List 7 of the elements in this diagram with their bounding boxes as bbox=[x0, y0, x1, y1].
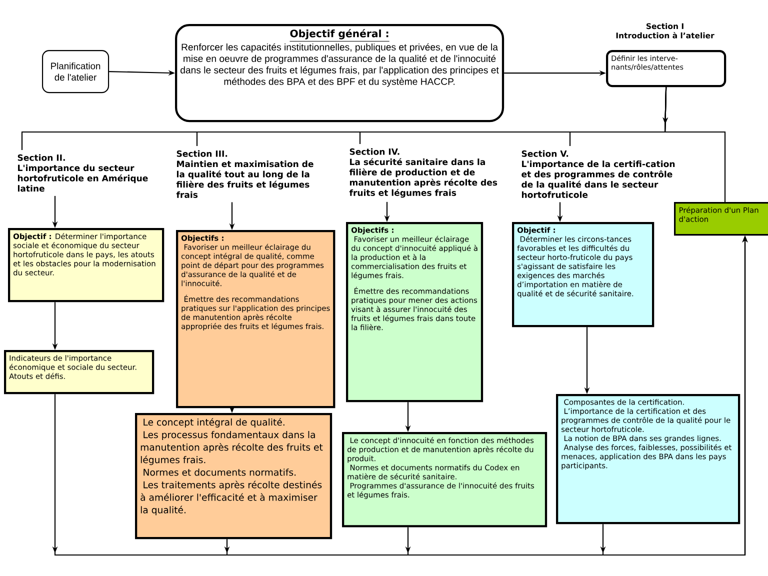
section-heading: Section V. L'importance de la certifi-cation et des programmes de contrôle de la qualité dans le secteur hortofruticole bbox=[522, 150, 675, 198]
planning-box: Planification de l'atelier bbox=[42, 50, 110, 94]
content-box: Le concept intégral de qualité. Les processus fondamentaux dans la manutention après récolte des fruits et légumes frais. Normes et documents normatifs. Les traitements après récolte destinés à améliorer l'efficacité et à maximiser la qualité. bbox=[135, 413, 332, 540]
section-heading: Section II. L'importance du secteur hortofruticole en Amérique latine bbox=[18, 154, 148, 192]
section-heading: Section III. Maintien et maximisation de la qualité tout au long de la filière des fruits et légumes frais bbox=[176, 150, 314, 198]
section-heading: Section IV. La sécurité sanitaire dans la filière de production et de manutention après récolte des fruits et légumes frais bbox=[349, 148, 498, 198]
objective-box: Objectif général : Renforcer les capacités institutionnelles, publiques et privées, en vue de la mise en oeuvre de programmes d'assurance de la qualité et de l'innocuité dans le secteur des fruits et légumes frais, par l'application des principes et méthodes des BPA et des BPF et du système HACCP. bbox=[175, 24, 504, 122]
